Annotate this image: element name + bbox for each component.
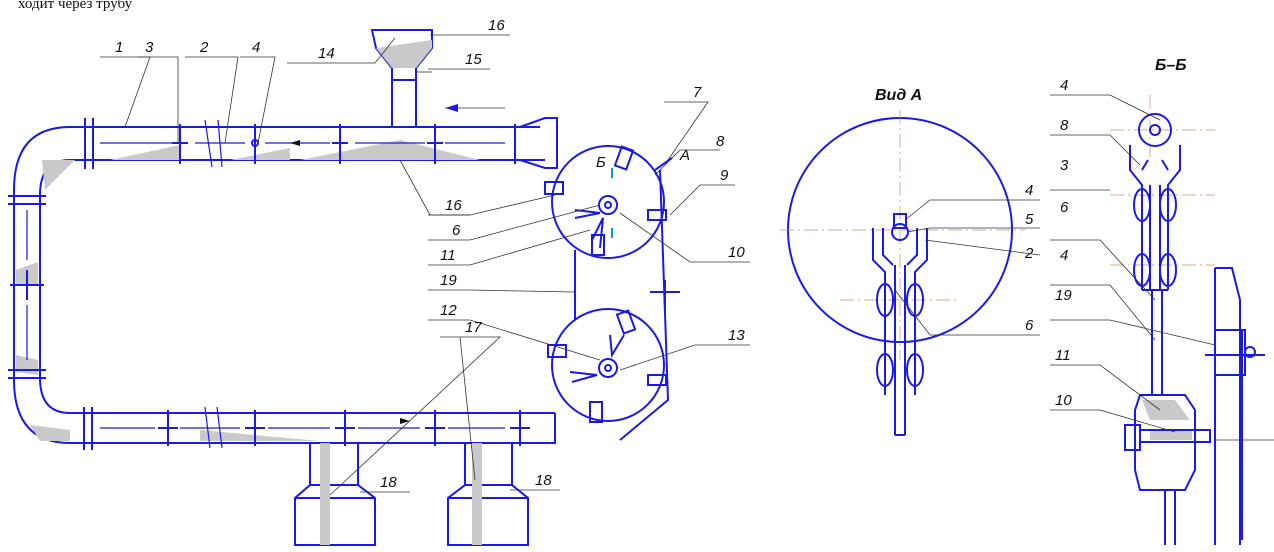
section-callout-8: 8 [1060, 117, 1069, 134]
callout-19: 19 [440, 272, 457, 289]
section-callout-10: 10 [1055, 392, 1072, 409]
callout-11: 11 [440, 247, 456, 264]
callout-7: 7 [693, 84, 702, 101]
callout-10: 10 [728, 244, 745, 261]
section-callout-3: 3 [1060, 157, 1069, 174]
leader-lines [100, 34, 1216, 496]
outlet-spouts [294, 443, 529, 546]
callout-14: 14 [318, 45, 335, 62]
view-a-callout-6: 6 [1025, 317, 1034, 334]
section-callout-6: 6 [1060, 199, 1069, 216]
view-a-callout-5: 5 [1025, 211, 1034, 228]
callout-4: 4 [252, 39, 260, 56]
chain [574, 157, 680, 441]
section-b-b [1110, 95, 1274, 545]
callout-16-top: 16 [488, 17, 505, 34]
section-callout-19: 19 [1055, 287, 1072, 304]
section-callout-4b: 4 [1060, 247, 1068, 264]
callout-2: 2 [199, 39, 209, 56]
callout-3: 3 [145, 39, 154, 56]
conveyor-loop [8, 104, 558, 450]
sprocket-upper [544, 145, 667, 259]
callout-15: 15 [465, 51, 482, 68]
callout-1: 1 [115, 39, 123, 56]
callout-9: 9 [720, 167, 729, 184]
section-callout-11: 11 [1055, 347, 1071, 364]
callout-6: 6 [452, 222, 461, 239]
view-a-callout-2: 2 [1024, 245, 1034, 262]
view-a-title: Вид А [875, 87, 922, 104]
callout-16-mid: 16 [445, 197, 462, 214]
callout-17: 17 [465, 319, 482, 336]
callout-13: 13 [728, 327, 745, 344]
caption-text: ходит через трубу [18, 0, 133, 12]
section-callout-4: 4 [1060, 77, 1068, 94]
callout-18-left: 18 [380, 474, 397, 491]
sprocket-lower [547, 308, 667, 423]
callout-A: А [679, 147, 690, 164]
view-a-callout-4: 4 [1025, 182, 1033, 199]
callout-8: 8 [716, 133, 725, 150]
section-b-b-title: Б–Б [1155, 57, 1187, 74]
hopper [370, 29, 433, 127]
view-a [780, 110, 1025, 436]
callout-18-right: 18 [535, 472, 552, 489]
callout-labels: 1 3 2 4 14 16 15 16 6 11 19 12 17 18 18 … [115, 17, 1187, 491]
callout-12: 12 [440, 302, 457, 319]
callout-B: Б [596, 154, 606, 171]
